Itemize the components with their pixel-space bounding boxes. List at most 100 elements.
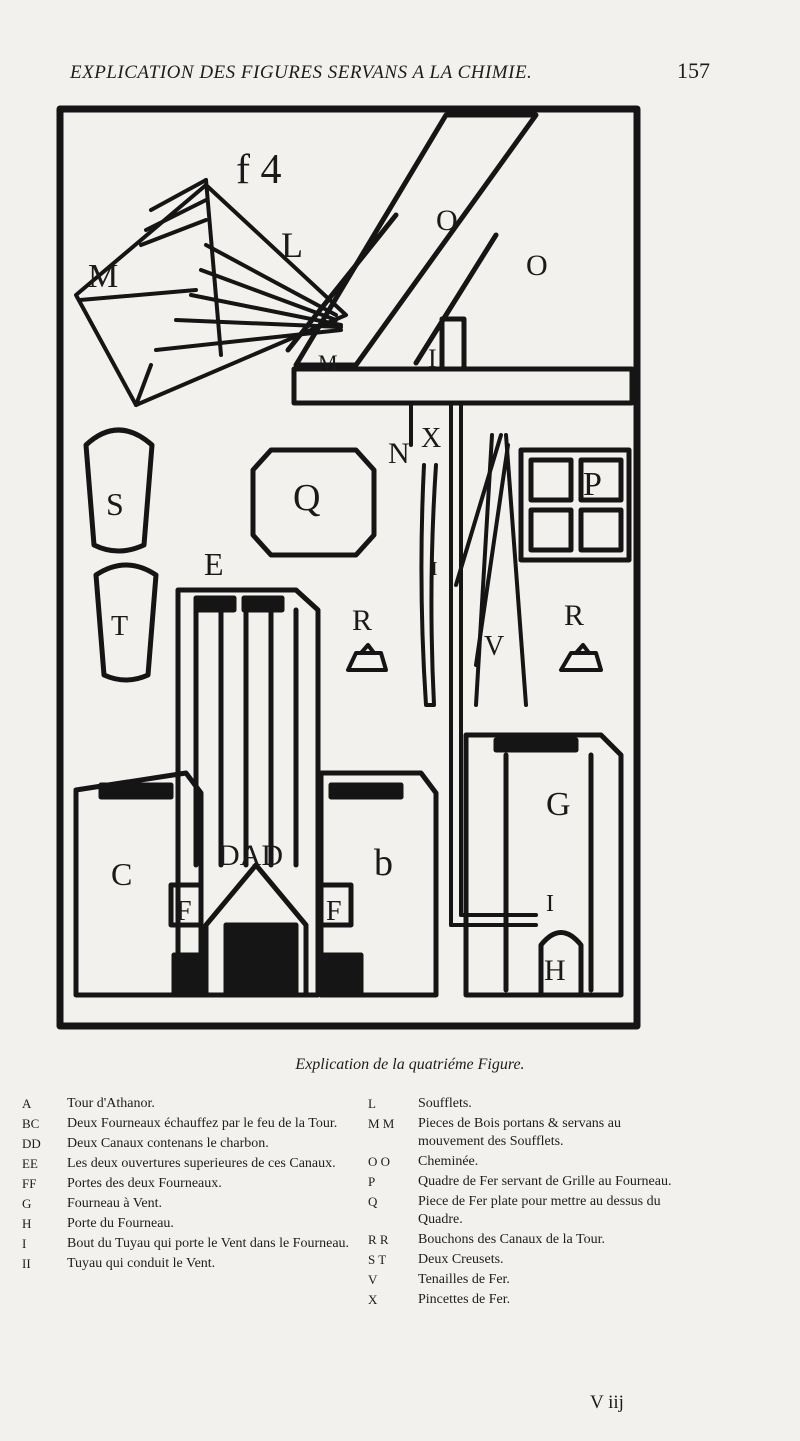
plate-letter-c: C <box>111 856 132 892</box>
legend-entry: II Tuyau qui conduit le Vent. <box>22 1255 352 1273</box>
legend-key: L <box>368 1096 376 1111</box>
plate-letter-l: L <box>281 225 303 265</box>
legend-entry: BC Deux Fourneaux échauffez par le feu de… <box>22 1115 352 1133</box>
legend-description: Tenailles de Fer. <box>418 1272 510 1287</box>
athanor-drawing <box>73 587 439 998</box>
legend-entry: X Pincettes de Fer. <box>368 1291 688 1309</box>
legend-left: A Tour d'Athanor. BC Deux Fourneaux échauff… <box>22 1095 352 1275</box>
plate-letter-g: G <box>546 786 571 823</box>
legend-description: Fourneau à Vent. <box>67 1196 162 1211</box>
legend-description: Deux Canaux contenans le charbon. <box>67 1136 269 1151</box>
legend-key: Q <box>368 1194 378 1209</box>
legend-description: Deux Creusets. <box>418 1252 504 1267</box>
crucible-s-drawing <box>83 427 155 554</box>
legend-key: EE <box>22 1156 38 1171</box>
legend-key: DD <box>22 1136 41 1151</box>
plate-letter-dad: DAD <box>218 839 283 872</box>
legend-description: Pieces de Bois portans & servans au mouv… <box>418 1116 621 1149</box>
plate-illustration: f 4 M L O O M I N X S Q P T E R R I V C … <box>56 105 641 1030</box>
legend-description: Porte du Fourneau. <box>67 1216 174 1231</box>
legend-description: Les deux ouvertures superieures de ces C… <box>67 1156 336 1171</box>
woodcut-plate: f 4 M L O O M I N X S Q P T E R R I V C … <box>56 105 641 1030</box>
legend-description: Quadre de Fer servant de Grille au Fourn… <box>418 1174 672 1189</box>
legend-entry: FF Portes des deux Fourneaux. <box>22 1175 352 1193</box>
legend-description: Bout du Tuyau qui porte le Vent dans le … <box>67 1236 350 1251</box>
plate-letter-i1: I <box>428 344 437 373</box>
plate-letter-h: H <box>544 954 566 987</box>
legend-key: S T <box>368 1252 387 1267</box>
wind-pipe-drawing <box>409 401 538 927</box>
legend-key: A <box>22 1096 32 1111</box>
legend-description: Deux Fourneaux échauffez par le feu de l… <box>67 1116 338 1131</box>
legend-key: II <box>22 1256 31 1271</box>
stopper-1-drawing <box>346 643 388 672</box>
plate-figure-label: f 4 <box>236 147 282 193</box>
legend-entry: O O Cheminée. <box>368 1153 688 1171</box>
legend-entry: P Quadre de Fer servant de Grille au Four… <box>368 1173 688 1191</box>
legend-description: Piece de Fer plate pour mettre au dessus… <box>418 1194 661 1227</box>
iron-plate-drawing <box>250 447 377 558</box>
legend-key: R R <box>368 1232 389 1247</box>
signature-mark: V iij <box>590 1392 624 1413</box>
plate-letter-o1: O <box>436 204 458 237</box>
plate-letter-r2: R <box>564 599 584 632</box>
page-number: 157 <box>677 58 710 83</box>
legend-key: I <box>22 1236 27 1251</box>
legend-key: BC <box>22 1116 40 1131</box>
plate-letter-f1: F <box>176 896 192 927</box>
legend-entry: V Tenailles de Fer. <box>368 1271 688 1289</box>
plate-letter-b: b <box>374 842 393 884</box>
bellows-drawing <box>74 178 348 407</box>
legend-key: O O <box>368 1154 391 1169</box>
legend-entry: L Soufflets. <box>368 1095 688 1113</box>
legend-entry: M M Pieces de Bois portans & servans au m… <box>368 1115 688 1151</box>
plate-letter-i2: I <box>431 558 438 580</box>
legend-key: V <box>368 1272 378 1287</box>
plate-letter-f2: F <box>326 896 342 927</box>
header-title: EXPLICATION DES FIGURES SERVANS A LA CHI… <box>70 62 533 83</box>
legend-entry: H Porte du Fourneau. <box>22 1215 352 1233</box>
wind-furnace-drawing <box>463 732 624 998</box>
grille-drawing <box>518 447 632 563</box>
plate-letter-p: P <box>583 466 602 503</box>
legend-key: X <box>368 1292 378 1307</box>
legend-entry: Q Piece de Fer plate pour mettre au dessu… <box>368 1193 688 1229</box>
plate-letter-e: E <box>204 546 224 582</box>
legend-entry: EE Les deux ouvertures superieures de ces… <box>22 1155 352 1173</box>
legend-description: Tour d'Athanor. <box>67 1096 155 1111</box>
wooden-beam <box>291 366 635 406</box>
legend-key: H <box>22 1216 32 1231</box>
running-header: EXPLICATION DES FIGURES SERVANS A LA CHI… <box>70 58 710 92</box>
legend-key: FF <box>22 1176 37 1191</box>
plate-letter-r1: R <box>352 604 372 637</box>
plate-letter-n: N <box>388 437 410 470</box>
legend-key: M M <box>368 1116 395 1131</box>
plate-letter-o2: O <box>526 249 548 282</box>
plate-letter-t: T <box>111 611 128 642</box>
legend-description: Tuyau qui conduit le Vent. <box>67 1256 216 1271</box>
legend-key: P <box>368 1174 376 1189</box>
plate-border <box>56 105 641 1030</box>
crucible-t-drawing <box>93 562 159 683</box>
legend-description: Portes des deux Fourneaux. <box>67 1176 222 1191</box>
legend-entry: S T Deux Creusets. <box>368 1251 688 1269</box>
legend-entry: I Bout du Tuyau qui porte le Vent dans le… <box>22 1235 352 1253</box>
plate-letter-x: X <box>421 423 441 454</box>
stopper-2-drawing <box>559 643 603 672</box>
plate-letter-m-small: M <box>318 350 338 375</box>
legend-key: G <box>22 1196 32 1211</box>
figure-caption: Explication de la quatriéme Figure. <box>295 1056 525 1073</box>
legend-description: Pincettes de Fer. <box>418 1292 511 1307</box>
legend-entry: R R Bouchons des Canaux de la Tour. <box>368 1231 688 1249</box>
legend-description: Soufflets. <box>418 1096 472 1111</box>
plate-letter-v: V <box>484 631 504 662</box>
plate-letter-s: S <box>106 486 124 522</box>
plate-letter-q: Q <box>293 477 320 519</box>
legend-entry: G Fourneau à Vent. <box>22 1195 352 1213</box>
plate-letter-i3: I <box>546 891 554 917</box>
legend-entry: DD Deux Canaux contenans le charbon. <box>22 1135 352 1153</box>
plate-letter-m: M <box>88 258 118 295</box>
legend-description: Bouchons des Canaux de la Tour. <box>418 1232 605 1247</box>
legend-description: Cheminée. <box>418 1154 479 1169</box>
legend-entry: A Tour d'Athanor. <box>22 1095 352 1113</box>
